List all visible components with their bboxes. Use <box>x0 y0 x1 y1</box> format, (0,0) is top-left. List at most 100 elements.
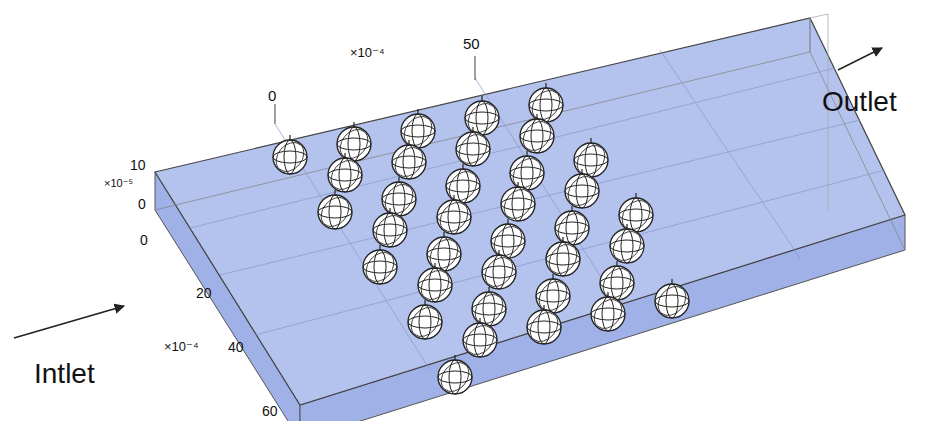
sphere-mesh <box>406 302 445 342</box>
sphere-cap <box>344 153 345 158</box>
pillar-sphere <box>598 261 637 303</box>
sphere-outline <box>574 143 608 177</box>
sphere-outline <box>619 198 653 232</box>
flow-arrows <box>14 48 882 338</box>
axis-label: 50 <box>463 36 480 51</box>
sphere-outline <box>491 224 525 258</box>
pillar-sphere <box>371 208 410 250</box>
pillar-sphere <box>563 169 602 211</box>
sphere-outline <box>318 195 352 229</box>
sphere-outline <box>363 250 397 284</box>
sphere-outline <box>337 127 371 161</box>
pillar-sphere <box>454 127 493 169</box>
sphere-mesh <box>326 155 365 195</box>
sphere-mesh <box>316 192 355 232</box>
sphere-outline <box>591 297 625 331</box>
sphere-cap <box>498 250 499 255</box>
sphere-cap <box>454 355 455 360</box>
axis-label: ×10⁻⁴ <box>350 46 385 59</box>
sphere-outline <box>655 284 689 318</box>
sphere-outline <box>273 140 307 174</box>
pillar-sphere <box>316 190 355 232</box>
sphere-cap <box>434 263 435 268</box>
sphere-cap <box>517 182 518 187</box>
sphere-mesh <box>461 320 500 360</box>
axis-label: 40 <box>228 340 244 354</box>
sphere-outline <box>328 158 362 192</box>
sphere-outline <box>536 279 570 313</box>
pillar-sphere <box>361 245 400 287</box>
axis-label: 10 <box>130 158 146 172</box>
sphere-cap <box>581 169 582 174</box>
axis-label: ×10⁻⁴ <box>164 340 199 353</box>
sphere-cap <box>607 292 608 297</box>
pillar-array <box>271 83 692 397</box>
sphere-mesh <box>589 294 628 334</box>
sphere-cap <box>488 287 489 292</box>
sphere-cap <box>289 135 290 140</box>
sphere-mesh <box>390 142 429 182</box>
sphere-cap <box>479 318 480 323</box>
sphere-outline <box>600 266 634 300</box>
sphere-cap <box>389 208 390 213</box>
pillar-sphere <box>399 109 438 151</box>
pillar-sphere <box>653 279 692 321</box>
pillar-sphere <box>335 122 374 164</box>
pillar-sphere <box>406 300 445 342</box>
sphere-cap <box>481 96 482 101</box>
sphere-mesh <box>563 171 602 211</box>
pillar-sphere <box>425 232 464 274</box>
pillar-sphere <box>518 114 557 156</box>
sphere-outline <box>527 310 561 344</box>
sphere-cap <box>626 224 627 229</box>
sphere-outline <box>529 88 563 122</box>
sphere-mesh <box>435 197 474 237</box>
sphere-cap <box>552 274 553 279</box>
sphere-cap <box>462 164 463 169</box>
axis-label: 20 <box>196 286 212 300</box>
sphere-cap <box>507 219 508 224</box>
pillar-sphere <box>617 193 656 235</box>
pillar-sphere <box>489 219 528 261</box>
sphere-outline <box>555 211 589 245</box>
sphere-outline <box>427 237 461 271</box>
sphere-outline <box>401 114 435 148</box>
sphere-mesh <box>416 265 455 305</box>
pillar-sphere <box>326 153 365 195</box>
pillar-sphere <box>508 151 547 193</box>
pillar-sphere <box>436 355 475 397</box>
pillar-sphere <box>499 182 538 224</box>
sphere-mesh <box>480 252 519 292</box>
sphere-mesh <box>608 226 647 266</box>
pillar-sphere <box>534 274 573 316</box>
sphere-outline <box>418 268 452 302</box>
sphere-mesh <box>454 129 493 169</box>
pillar-sphere <box>572 138 611 180</box>
sphere-cap <box>543 305 544 310</box>
sphere-outline <box>437 200 471 234</box>
sphere-cap <box>526 151 527 156</box>
pillar-sphere <box>461 318 500 360</box>
sphere-outline <box>482 255 516 289</box>
pillar-sphere <box>525 305 564 347</box>
pillar-sphere <box>271 135 310 177</box>
sphere-cap <box>453 195 454 200</box>
sphere-mesh <box>544 239 583 279</box>
pillar-sphere <box>416 263 455 305</box>
sphere-mesh <box>271 137 310 177</box>
axis-label: ×10⁻⁵ <box>104 178 133 189</box>
sphere-outline <box>501 187 535 221</box>
sphere-mesh <box>436 357 475 397</box>
sphere-cap <box>536 114 537 119</box>
sphere-cap <box>417 109 418 114</box>
sphere-mesh <box>499 184 538 224</box>
sphere-cap <box>562 237 563 242</box>
sphere-outline <box>520 119 554 153</box>
sphere-outline <box>465 101 499 135</box>
sphere-outline <box>408 305 442 339</box>
sphere-cap <box>571 206 572 211</box>
sphere-outline <box>610 229 644 263</box>
sphere-cap <box>408 140 409 145</box>
sphere-outline <box>565 174 599 208</box>
